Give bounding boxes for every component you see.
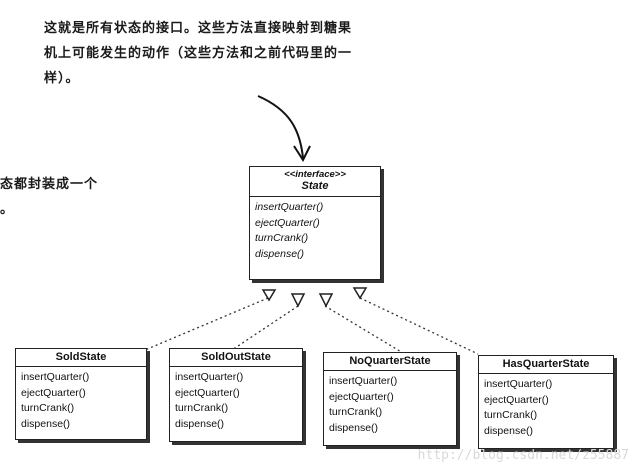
- class-method: turnCrank(): [484, 409, 538, 421]
- class-method: dispense(): [329, 421, 379, 434]
- class-method: insertQuarter(): [484, 378, 553, 390]
- class-method: insertQuarter(): [21, 371, 90, 383]
- class-methods: insertQuarter() ejectQuarter() turnCrank…: [324, 371, 456, 438]
- interface-method: turnCrank(): [255, 232, 309, 244]
- class-method: turnCrank(): [329, 406, 383, 418]
- class-method: turnCrank(): [21, 402, 75, 414]
- annotation-left: 态都封装成一个 。: [0, 172, 140, 222]
- has-quarter-state-box: HasQuarterState insertQuarter() ejectQua…: [478, 355, 614, 449]
- annotation-top-line: 机上可能发生的动作（这些方法和之前代码里的一: [44, 46, 353, 61]
- annotation-top-line: 样）。: [44, 71, 80, 86]
- annotation-arrowhead: [293, 145, 311, 163]
- realization-line: [144, 297, 269, 351]
- no-quarter-state-box: NoQuarterState insertQuarter() ejectQuar…: [323, 352, 457, 446]
- interface-stereotype: <<interface>>: [284, 169, 346, 180]
- class-method: ejectQuarter(): [21, 386, 86, 399]
- class-methods: insertQuarter() ejectQuarter() turnCrank…: [479, 374, 613, 441]
- realization-arrowhead: [318, 293, 334, 308]
- class-method: insertQuarter(): [329, 375, 398, 387]
- interface-method: dispense(): [255, 247, 305, 260]
- interface-name: State: [301, 180, 329, 192]
- class-method: insertQuarter(): [175, 371, 244, 383]
- interface-method: ejectQuarter(): [255, 216, 320, 229]
- annotation-top-line: 这就是所有状态的接口。这些方法直接映射到糖果: [44, 21, 353, 36]
- class-methods: insertQuarter() ejectQuarter() turnCrank…: [170, 367, 302, 434]
- class-method: dispense(): [484, 424, 534, 437]
- class-method: dispense(): [21, 417, 71, 430]
- class-name: NoQuarterState: [324, 353, 456, 371]
- class-method: ejectQuarter(): [175, 386, 240, 399]
- class-name: HasQuarterState: [479, 356, 613, 374]
- annotation-top: 这就是所有状态的接口。这些方法直接映射到糖果 机上可能发生的动作（这些方法和之前…: [44, 16, 424, 91]
- class-method: ejectQuarter(): [329, 390, 394, 403]
- state-interface-box: <<interface>> State insertQuarter() ejec…: [249, 166, 381, 280]
- realization-line: [231, 305, 299, 351]
- class-method: ejectQuarter(): [484, 393, 549, 406]
- class-methods: insertQuarter() ejectQuarter() turnCrank…: [16, 367, 146, 434]
- annotation-arrow: [257, 95, 304, 159]
- sold-state-box: SoldState insertQuarter() ejectQuarter()…: [15, 348, 147, 440]
- interface-methods: insertQuarter() ejectQuarter() turnCrank…: [250, 197, 380, 264]
- realization-arrowhead: [261, 289, 277, 302]
- annotation-left-line: 态都封装成一个: [0, 177, 99, 192]
- class-method: dispense(): [175, 417, 225, 430]
- realization-line: [359, 297, 479, 355]
- sold-out-state-box: SoldOutState insertQuarter() ejectQuarte…: [169, 348, 303, 442]
- realization-arrowhead: [352, 287, 368, 300]
- realization-line: [324, 305, 404, 354]
- class-method: turnCrank(): [175, 402, 229, 414]
- realization-arrowhead: [290, 293, 306, 308]
- class-name: SoldOutState: [170, 349, 302, 367]
- annotation-left-line: 。: [0, 202, 15, 217]
- watermark: http://blog.csdn.net/z55887: [417, 448, 629, 463]
- class-name: SoldState: [16, 349, 146, 367]
- interface-method: insertQuarter(): [255, 201, 324, 213]
- interface-header: <<interface>> State: [250, 167, 380, 197]
